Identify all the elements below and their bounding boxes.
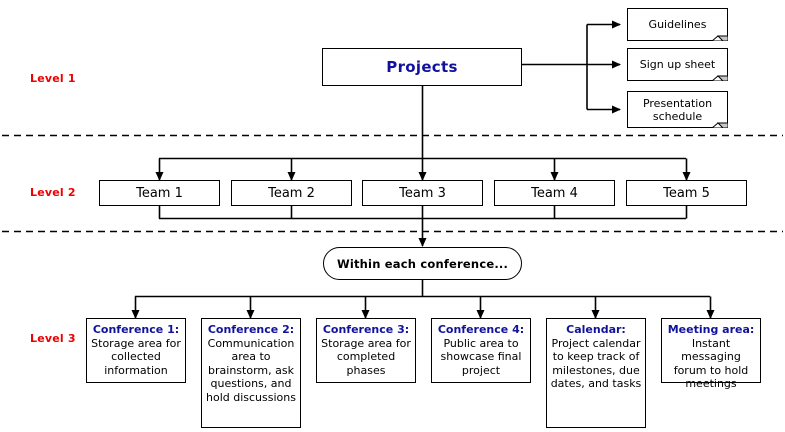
node-presentation-schedule[interactable]: Presentation schedule [627, 91, 728, 128]
node-team-5[interactable]: Team 5 [626, 180, 747, 206]
node-projects[interactable]: Projects [322, 48, 522, 86]
node-conference-1-title: Conference 1: [92, 323, 180, 336]
node-conference-3[interactable]: Conference 3: Storage area for completed… [316, 318, 416, 383]
node-meeting-area-title: Meeting area: [667, 323, 755, 336]
node-team-1[interactable]: Team 1 [99, 180, 220, 206]
node-conference-3-title: Conference 3: [322, 323, 410, 336]
document-fold-icon [712, 35, 728, 41]
node-conference-4-body: Public area to showcase final project [440, 336, 522, 377]
node-team-5-label: Team 5 [663, 185, 710, 201]
node-team-2-label: Team 2 [268, 185, 315, 201]
level-2-label: Level 2 [30, 186, 76, 199]
node-team-2[interactable]: Team 2 [231, 180, 352, 206]
node-meeting-area[interactable]: Meeting area: Instant messaging forum to… [661, 318, 761, 390]
node-team-3-label: Team 3 [399, 185, 446, 201]
node-calendar[interactable]: Calendar: Project calendar to keep track… [546, 318, 646, 428]
node-sign-up-sheet-label: Sign up sheet [639, 58, 716, 71]
node-conference-2-body: Communication area to brainstorm, ask qu… [206, 336, 296, 404]
level-1-label: Level 1 [30, 72, 76, 85]
node-guidelines[interactable]: Guidelines [627, 8, 728, 41]
node-conference-3-body: Storage area for completed phases [321, 336, 411, 377]
node-conference-2[interactable]: Conference 2: Communication area to brai… [201, 318, 301, 428]
node-team-3[interactable]: Team 3 [362, 180, 483, 206]
node-conference-1-body: Storage area for collected information [91, 336, 181, 377]
node-guidelines-label: Guidelines [648, 18, 707, 31]
node-team-4[interactable]: Team 4 [494, 180, 615, 206]
node-within-each-conference-label: Within each conference... [336, 256, 509, 271]
node-sign-up-sheet[interactable]: Sign up sheet [627, 48, 728, 81]
document-fold-icon [712, 75, 728, 81]
document-fold-icon [712, 122, 728, 128]
node-calendar-body: Project calendar to keep track of milest… [550, 336, 642, 391]
node-within-each-conference[interactable]: Within each conference... [323, 247, 522, 280]
node-conference-4[interactable]: Conference 4: Public area to showcase fi… [431, 318, 531, 383]
node-presentation-schedule-line1: Presentation [642, 96, 713, 110]
level-3-label: Level 3 [30, 332, 76, 345]
node-projects-label: Projects [386, 57, 458, 76]
node-presentation-schedule-line2: schedule [652, 109, 703, 123]
node-calendar-title: Calendar: [566, 323, 626, 336]
node-conference-2-title: Conference 2: [207, 323, 295, 336]
node-conference-4-title: Conference 4: [437, 323, 525, 336]
node-team-1-label: Team 1 [136, 185, 183, 201]
node-conference-1[interactable]: Conference 1: Storage area for collected… [86, 318, 186, 383]
node-meeting-area-body: Instant messaging forum to hold meetings [673, 336, 749, 391]
node-team-4-label: Team 4 [531, 185, 578, 201]
